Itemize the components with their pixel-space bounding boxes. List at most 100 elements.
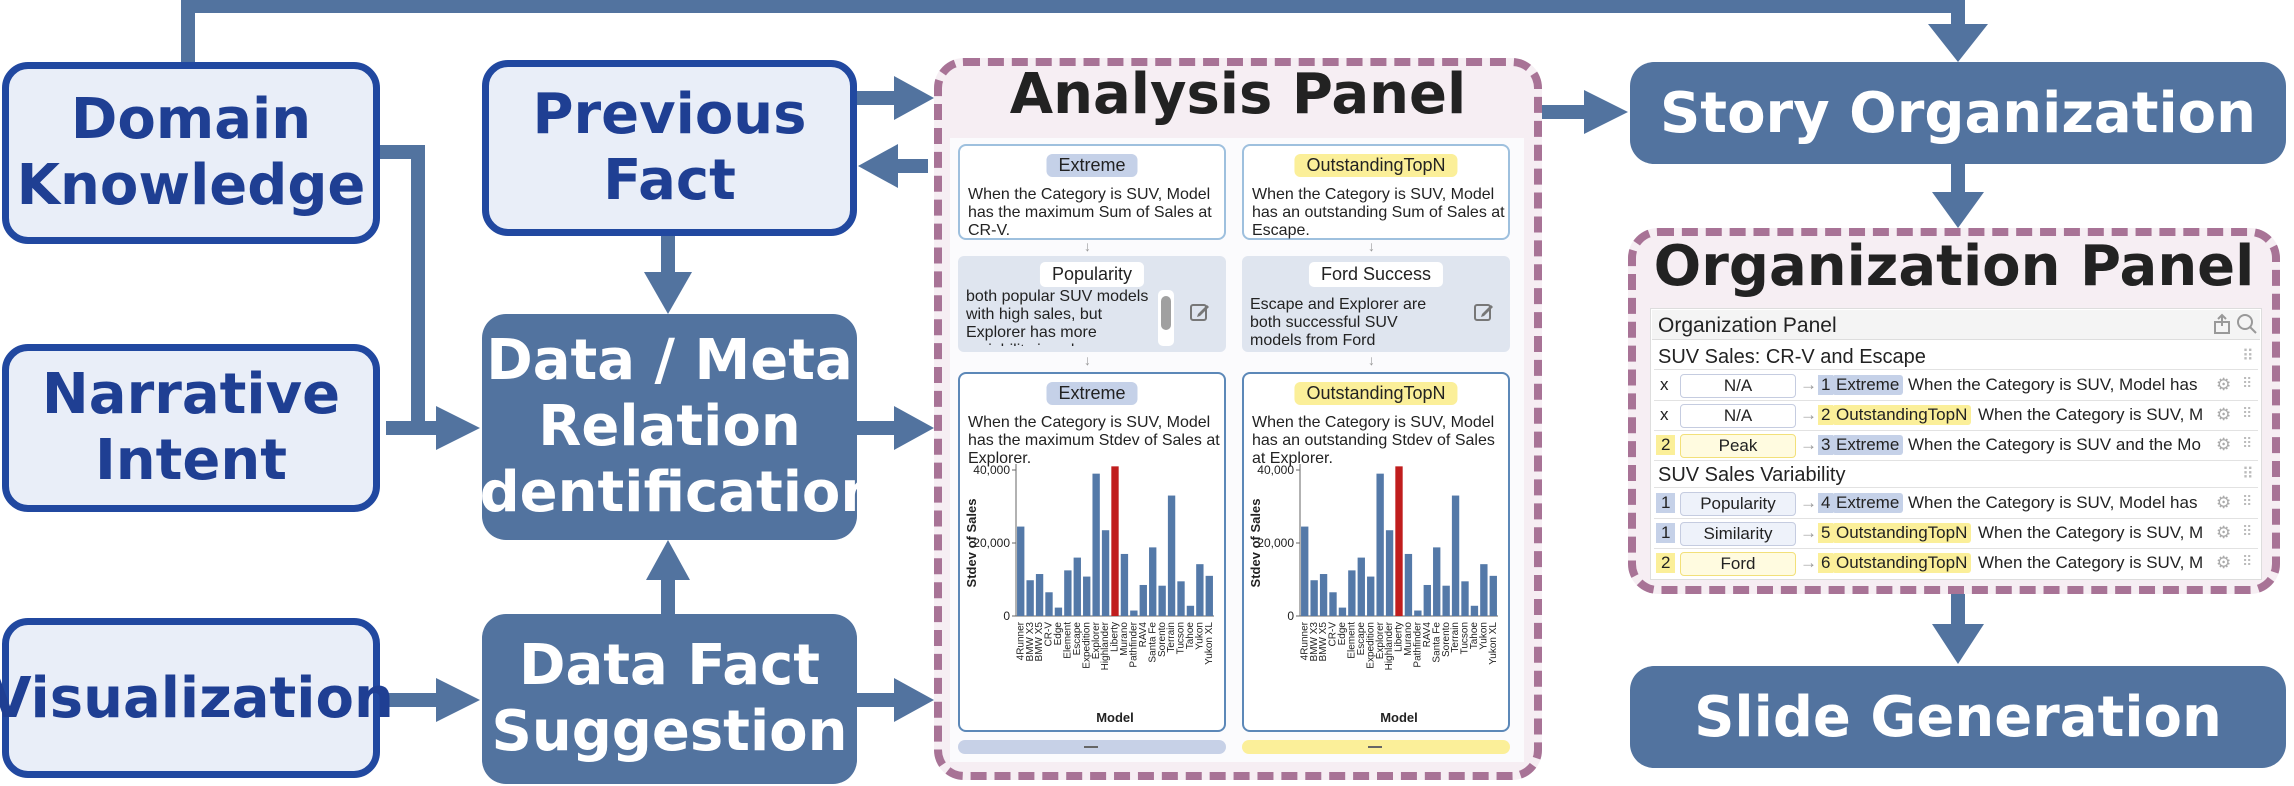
bar [1149,547,1157,616]
org-group-title: SUV Sales Variability [1658,464,1846,486]
fact-text: When the Category is SUV, Model has an o… [1252,186,1505,239]
org-row-number: 2 [1818,405,1834,425]
drag-handle-icon[interactable]: ⠿ [2242,405,2253,421]
bar [1196,564,1204,616]
x-tick-label: BMW X3 [1309,622,1320,662]
left-top-fact-card[interactable]: Extreme When the Category is SUV, Model … [958,144,1226,240]
fact-text: When the Category is SUV, Model has an o… [1252,414,1495,467]
x-tick-label: Element [1062,622,1073,659]
fact-text: When the Category is SUV, Model has the … [968,186,1212,239]
left-relation-card[interactable]: Popularity both popular SUV models with … [958,256,1226,352]
x-tick-label: Expedition [1365,622,1376,669]
x-axis-title: Model [1380,710,1418,725]
edit-icon[interactable] [1188,300,1212,324]
drag-handle-icon[interactable]: ⠿ [2242,375,2253,391]
x-tick-label: Sorento [1441,622,1452,657]
org-row[interactable]: x N/A → 2 OutstandingTopN When the Categ… [1654,402,2258,431]
org-row-relation-name[interactable]: N/A [1680,374,1796,398]
bar [1367,576,1375,616]
bar [1064,570,1072,616]
org-header-title: Organization Panel [1658,314,1837,337]
x-tick-label: Sorento [1157,622,1168,657]
bar [1167,495,1176,616]
gear-icon[interactable]: ⚙ [2216,523,2232,542]
x-tick-label: Tucson [1176,622,1187,654]
org-row-relation-name[interactable]: Similarity [1680,522,1796,546]
story-organization-box: Story Organization [1630,62,2286,164]
bar [1111,466,1119,616]
x-tick-label: Liberty [1110,622,1121,652]
right-bottom-fact-card[interactable]: OutstandingTopN When the Category is SUV… [1242,372,1510,732]
gear-icon[interactable]: ⚙ [2216,493,2232,512]
bar [1385,530,1394,616]
left-drag-handle[interactable] [958,740,1226,754]
fact-type-tag: Extreme [1046,382,1138,405]
x-axis-title: Model [1096,710,1134,725]
org-row-relation-name[interactable]: N/A [1680,404,1796,428]
org-row[interactable]: 2 Peak → 3 Extreme When the Category is … [1654,432,2258,461]
org-row-relation-name[interactable]: Peak [1680,434,1796,458]
visualization-box: Visualization [0,618,394,778]
drag-handle-icon[interactable]: ⠿ [2242,523,2253,539]
bar [1205,575,1213,616]
org-row[interactable]: x N/A → 1 Extreme When the Category is S… [1654,372,2258,401]
org-row-text: When the Category is SUV, M [1978,405,2204,424]
edit-icon[interactable] [1472,300,1496,324]
search-icon[interactable] [2236,313,2258,340]
drag-handle-icon[interactable]: ⠿ [2242,435,2253,451]
x-tick-label: Murano [1119,622,1130,656]
down-arrow-icon: ↓ [1368,352,1375,368]
org-row[interactable]: 1 Popularity → 4 Extreme When the Catego… [1654,490,2258,519]
fact-type-tag: Extreme [1046,154,1138,177]
drag-handle-icon[interactable]: ⠿ [2242,553,2253,569]
org-row-text: When the Category is SUV, M [1978,553,2204,572]
bar [1083,576,1091,616]
org-group-header[interactable]: SUV Sales: CR-V and Escape ⠿ [1654,344,2258,370]
org-row-tag: OutstandingTopN [1832,523,1972,543]
bar [1404,553,1413,616]
x-tick-label: Tucson [1460,622,1471,654]
bar [1433,547,1441,616]
org-row-lead: 1 [1656,523,1676,543]
right-drag-handle[interactable] [1242,740,1510,754]
gear-icon[interactable]: ⚙ [2216,435,2232,454]
relation-scrollbar[interactable] [1158,290,1174,346]
bar [1054,607,1063,616]
gear-icon[interactable]: ⚙ [2216,553,2232,572]
org-row-tag: OutstandingTopN [1832,405,1972,425]
gear-icon[interactable]: ⚙ [2216,375,2232,394]
org-row-relation-name[interactable]: Ford [1680,552,1796,576]
x-tick-label: Santa Fe [1147,622,1158,663]
bar [1489,575,1497,616]
gear-icon[interactable]: ⚙ [2216,405,2232,424]
org-group-header[interactable]: SUV Sales Variability ⠿ [1654,462,2258,488]
bar [1414,610,1422,616]
x-tick-label: Pathfinder [1128,621,1139,667]
right-relation-card[interactable]: Ford Success Escape and Explorer are bot… [1242,256,1510,352]
left-bottom-fact-card[interactable]: Extreme When the Category is SUV, Model … [958,372,1226,732]
org-row[interactable]: 2 Ford → 6 OutstandingTopN When the Cate… [1654,550,2258,576]
fact-text: When the Category is SUV, Model has the … [968,414,1220,467]
bar [1319,574,1328,616]
bar [1461,581,1469,616]
bar [1338,607,1347,616]
bar [1451,495,1460,616]
org-row[interactable]: 1 Similarity → 5 OutstandingTopN When th… [1654,520,2258,549]
org-row-relation-name[interactable]: Popularity [1680,492,1796,516]
x-tick-label: BMW X5 [1034,622,1045,662]
x-tick-label: Yukon XL [1204,622,1215,665]
narrative-intent-box: Narrative Intent [2,344,380,512]
drag-handle-icon[interactable]: ⠿ [2242,493,2253,509]
share-icon[interactable] [2212,313,2232,340]
bar [1442,585,1450,616]
previous-fact-box: Previous Fact [482,60,857,236]
arrow-right-icon: → [1800,493,1817,512]
bar [1120,553,1129,616]
right-top-fact-card[interactable]: OutstandingTopN When the Category is SUV… [1242,144,1510,240]
org-header: Organization Panel [1652,310,2260,340]
drag-handle-icon[interactable]: ⠿ [2242,466,2254,483]
data-fact-suggestion-box: Data Fact Suggestion [482,614,857,784]
y-tick-label: 40,000 [973,463,1010,477]
drag-handle-icon[interactable]: ⠿ [2242,348,2254,365]
